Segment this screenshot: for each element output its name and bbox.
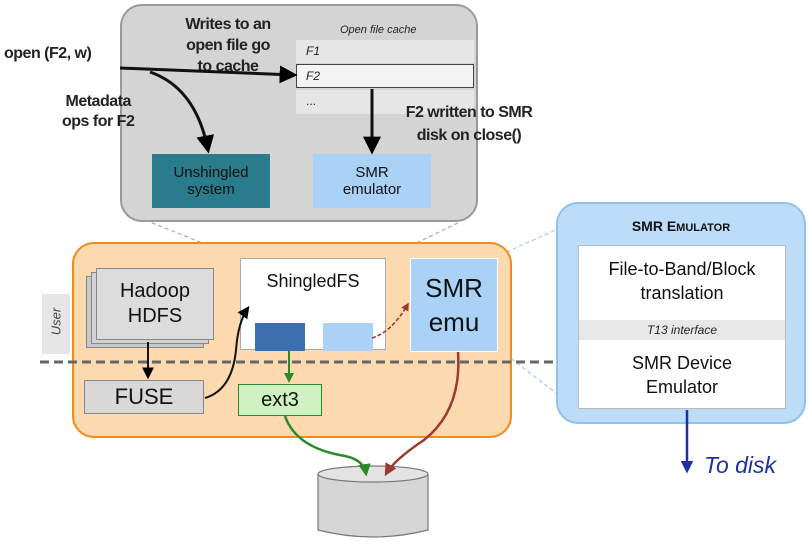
device-emulator-layer: SMR Device Emulator [631, 353, 733, 397]
metadata-note: Metadata ops for F2 [62, 93, 135, 130]
smr-emu-box: SMR emu [410, 258, 498, 352]
fuse-box: FUSE [84, 380, 204, 414]
user-region-tab [42, 294, 70, 354]
emulator-panel-title: SMR EMULATOR [631, 218, 731, 234]
fuse-shingledfs-arrow [204, 306, 250, 399]
unshingled-box: Unshingled system [152, 154, 270, 208]
cache-row-f2: F2 [296, 64, 474, 88]
panel-guide-bottom [499, 349, 579, 411]
written-note: F2 written to SMR disk on close() [405, 104, 533, 144]
t13-interface-layer: T13 interface [579, 320, 785, 340]
smr-emulator-box: SMR emulator [313, 154, 431, 208]
unshingled-block [255, 323, 305, 351]
shingledfs-box: ShingledFS [240, 258, 386, 351]
shingledfs-label: ShingledFS [266, 271, 360, 291]
smr-block [323, 323, 373, 351]
ext3-disk-arrow [283, 415, 371, 477]
to-disk-label: To disk [704, 452, 777, 478]
cache-row-more: ... [296, 90, 474, 114]
open-arrow [119, 65, 298, 84]
open-call-label: open (F2, w) [4, 45, 92, 62]
cache-title: Open file cache [340, 24, 417, 36]
shingledfs-smr-arrow [371, 302, 409, 339]
cache-row-f1: F1 [296, 40, 474, 63]
metadata-arrow [149, 70, 215, 154]
hadoop-hdfs-box: Hadoop HDFS [96, 268, 214, 340]
ext3-box: ext3 [238, 384, 322, 416]
smr-disk-arrow [384, 351, 460, 477]
disk-cylinder [317, 465, 429, 538]
translation-layer: File-to-Band/Block translation [608, 259, 756, 303]
